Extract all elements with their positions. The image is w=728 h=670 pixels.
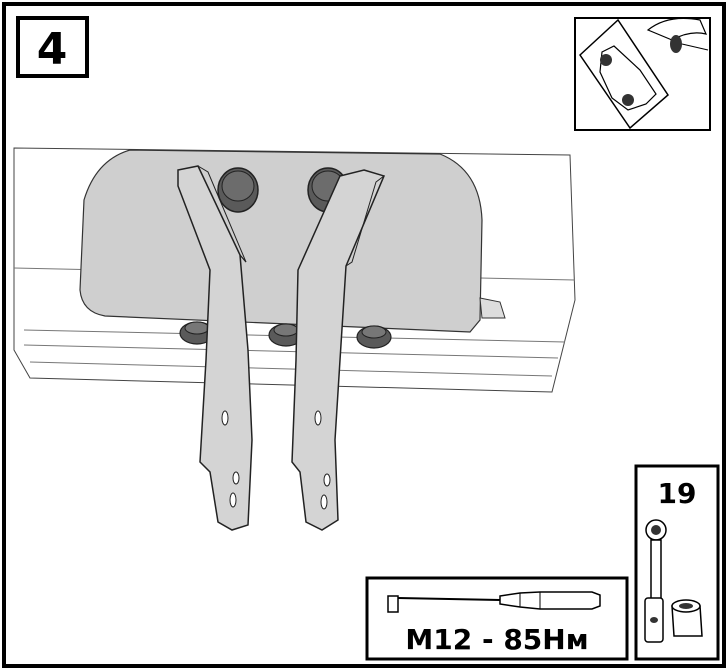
torque-wrench-icon — [387, 591, 601, 613]
socket-size: 19 — [658, 477, 697, 510]
socket-size-box: 19 — [634, 464, 720, 661]
left-bracket — [177, 165, 253, 531]
bottom-nut-2 — [268, 323, 304, 347]
car-underside-view-icon — [574, 17, 711, 131]
right-bracket — [291, 169, 386, 531]
torque-spec-box: M12 - 85Нм — [365, 576, 629, 661]
bottom-nut-3 — [356, 325, 392, 349]
bottom-nut-1 — [179, 321, 215, 345]
top-bolt-left — [217, 167, 259, 213]
socket-wrench-icon — [644, 519, 703, 643]
mounting-plate — [79, 149, 506, 333]
step-number-box: 4 — [16, 16, 89, 78]
torque-label: M12 - 85Нм — [405, 623, 588, 656]
step-number: 4 — [37, 24, 68, 75]
